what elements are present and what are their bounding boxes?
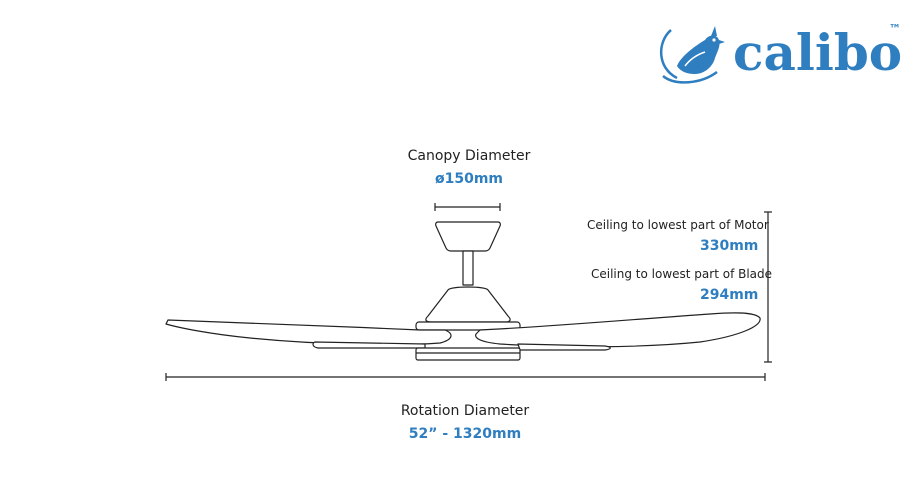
motor-housing [425,286,511,323]
motor-height-label: Ceiling to lowest part of Motor [587,218,769,232]
rotation-diameter-label: Rotation Diameter [400,403,530,419]
right-blade [475,312,761,348]
canopy-diameter-label: Canopy Diameter [407,148,531,164]
motor-rim [415,321,521,331]
canopy-diameter-value: ø150mm [434,171,504,187]
blade-height-value: 294mm [700,287,759,303]
rotation-diameter-value: 52” - 1320mm [408,426,522,442]
downrod [462,250,474,286]
brand-logo: calibo ™ [655,20,905,90]
motor-height-value: 330mm [700,238,759,254]
bird-icon [659,26,725,84]
left-blade [165,319,452,346]
light-kit [415,347,521,361]
canopy-shape [435,221,501,252]
brand-wordmark: calibo [733,23,903,82]
height-dimension-line [764,211,772,363]
canopy-dimension-line [434,203,501,211]
blade-height-label: Ceiling to lowest part of Blade [591,267,773,281]
rotation-dimension-line [165,373,766,381]
trademark-symbol: ™ [889,22,901,36]
